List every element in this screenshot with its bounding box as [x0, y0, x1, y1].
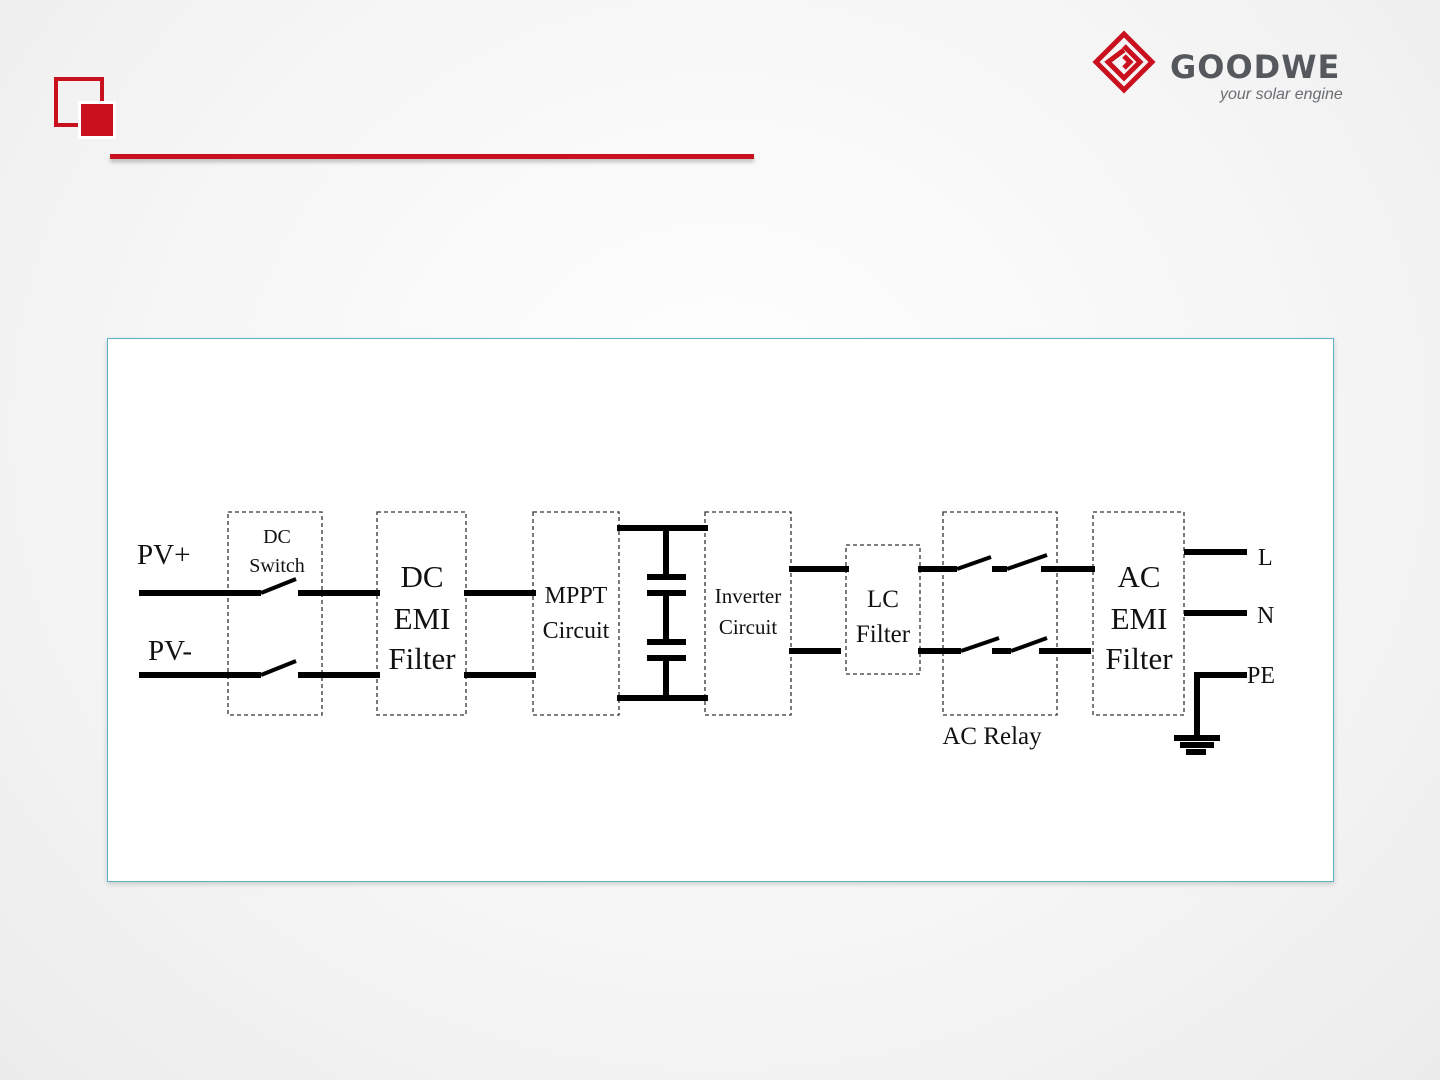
goodwe-diamond-icon [1092, 30, 1156, 94]
ac-relay-block [943, 512, 1057, 715]
mppt-circuit-block [533, 512, 619, 715]
inverter-block-diagram: PV+ PV- DC Switch DC EMI Filter MPPT Cir… [108, 339, 1333, 881]
ac-emi-filter-label-1: AC [1117, 559, 1160, 594]
lc-filter-label-1: LC [867, 586, 899, 613]
diagram-panel: PV+ PV- DC Switch DC EMI Filter MPPT Cir… [107, 338, 1334, 882]
pv-plus-label: PV+ [137, 539, 190, 571]
output-l-label: L [1258, 545, 1273, 571]
dc-switch-label-1: DC [263, 526, 291, 548]
brand-name: GOODWE [1170, 48, 1340, 86]
mppt-circuit-label-2: Circuit [543, 618, 610, 644]
output-pe-label: PE [1247, 663, 1275, 689]
dc-emi-filter-label-1: DC [400, 559, 443, 594]
dc-emi-filter-label-2: EMI [394, 601, 451, 636]
mppt-circuit-label-1: MPPT [545, 583, 608, 609]
brand-tagline: your solar engine [1220, 86, 1343, 104]
ac-emi-filter-label-3: Filter [1105, 641, 1173, 676]
ac-emi-filter-label-2: EMI [1111, 601, 1168, 636]
title-underline [110, 154, 754, 159]
brand-logo: GOODWE your solar engine [1092, 30, 1362, 110]
dc-emi-filter-label-3: Filter [388, 641, 456, 676]
lc-filter-label-2: Filter [856, 621, 911, 648]
output-n-label: N [1257, 603, 1274, 629]
corner-squares-icon [54, 77, 118, 141]
inverter-circuit-label-1: Inverter [715, 584, 781, 608]
inverter-circuit-block [705, 512, 791, 715]
ac-relay-label: AC Relay [942, 723, 1042, 750]
dc-switch-label-2: Switch [249, 555, 305, 577]
inverter-circuit-label-2: Circuit [719, 615, 777, 639]
pv-minus-label: PV- [148, 635, 192, 667]
